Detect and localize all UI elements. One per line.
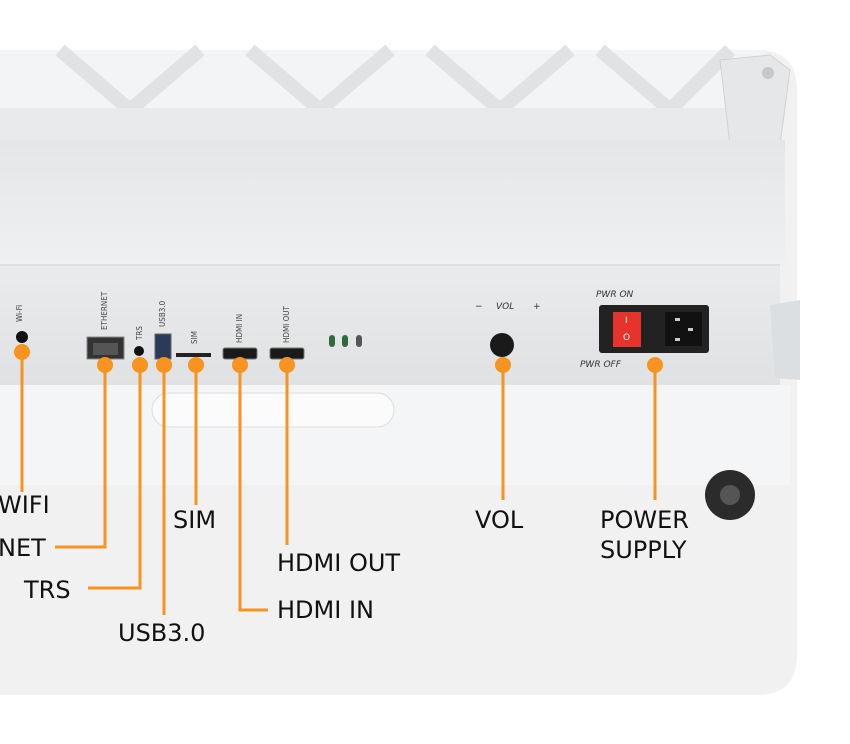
- print-ethernet: ETHERNET: [100, 291, 109, 330]
- print-trs: TRS: [135, 326, 144, 340]
- label-usb: USB3.0: [118, 619, 206, 647]
- label-hdmi-in: HDMI IN: [277, 596, 374, 624]
- label-ethernet: NET: [0, 534, 46, 562]
- hdmi-in-leader: [238, 365, 268, 612]
- label-power-line2: SUPPLY: [600, 536, 687, 564]
- print-vol-minus: −: [475, 302, 483, 312]
- callout-lines: [20, 352, 657, 615]
- switch-off-mark: O: [623, 333, 631, 343]
- label-wifi: WIFI: [0, 491, 50, 519]
- print-pwr-on: PWR ON: [596, 290, 634, 300]
- ethernet-leader: [55, 365, 107, 549]
- usb-port: [154, 333, 172, 360]
- label-hdmi-out: HDMI OUT: [277, 549, 401, 577]
- status-led: [356, 335, 362, 347]
- label-sim: SIM: [173, 506, 217, 534]
- power-inlet: [665, 312, 702, 346]
- trs-jack: [134, 346, 144, 356]
- print-usb: USB3.0: [158, 300, 167, 327]
- print-sim: SIM: [190, 331, 199, 344]
- trs-leader: [88, 365, 142, 590]
- label-vol: VOL: [475, 506, 524, 534]
- screw-icon: [762, 67, 774, 79]
- label-power-line1: POWER: [600, 506, 689, 534]
- print-vol-plus: +: [533, 302, 541, 312]
- label-trs: TRS: [24, 576, 71, 604]
- status-led: [329, 335, 335, 347]
- power-switch: [613, 312, 641, 347]
- print-pwr-off: PWR OFF: [580, 360, 621, 370]
- status-led: [342, 335, 348, 347]
- callout-dots: [14, 344, 663, 373]
- handle-slot: [151, 392, 395, 428]
- sim-slot: [176, 353, 211, 357]
- wifi-led: [16, 331, 28, 343]
- switch-on-mark: I: [625, 316, 628, 326]
- base: [0, 385, 790, 485]
- top-tray: [0, 140, 785, 265]
- print-hdmi-in: HDMI IN: [235, 313, 244, 343]
- print-vol: VOL: [496, 302, 515, 312]
- volume-knob: [490, 333, 514, 357]
- print-wifi: Wi-Fi: [15, 304, 24, 322]
- print-hdmi-out: HDMI OUT: [282, 306, 291, 343]
